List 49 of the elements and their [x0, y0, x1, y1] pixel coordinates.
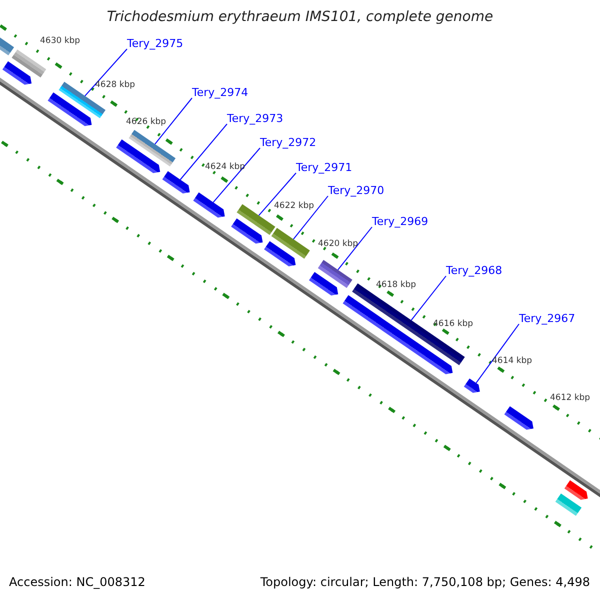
gene-label: Tery_2968 [446, 264, 502, 277]
gene-feature [162, 171, 190, 194]
gene-feature [116, 139, 160, 174]
scale-label: 4618 kbp [376, 280, 416, 290]
leader-line [476, 324, 520, 384]
scale-label: 4614 kbp [492, 356, 532, 366]
gene-feature [555, 493, 582, 516]
leader-line [154, 98, 192, 145]
gene-feature [564, 480, 588, 500]
gene-label: Tery_2973 [227, 112, 284, 125]
gene-feature [318, 260, 352, 288]
leader-line [84, 48, 128, 96]
leader-line [410, 276, 446, 321]
scale-label: 4630 kbp [40, 36, 80, 46]
leader-line [180, 124, 228, 180]
gene-label: Tery_2967 [519, 312, 576, 325]
gene-feature [464, 378, 480, 393]
leader-line [337, 226, 372, 270]
gene-label: Tery_2970 [328, 184, 384, 197]
scale-label: 4622 kbp [274, 201, 314, 211]
gene-feature [236, 204, 276, 235]
gene-feature [48, 92, 92, 126]
leader-line [292, 196, 328, 240]
gene-label: Tery_2972 [260, 136, 316, 149]
scale-label: 4626 kbp [126, 117, 166, 127]
gene-feature [2, 61, 32, 85]
gene-feature [342, 295, 453, 374]
leader-line [258, 172, 296, 216]
gene-feature [308, 272, 338, 296]
gene-feature [231, 218, 263, 244]
gene-feature [12, 49, 46, 78]
leader-line [212, 148, 260, 203]
gene-feature [504, 406, 534, 430]
genome-summary-text: Topology: circular; Length: 7,750,108 bp; Genes: 4,498 [260, 575, 590, 589]
gene-label: Tery_2971 [296, 161, 352, 174]
scale-label: 4612 kbp [550, 393, 590, 403]
gene-feature [128, 130, 176, 166]
scale-label: 4620 kbp [318, 239, 358, 249]
gene-feature [264, 241, 296, 266]
scale-label: 4624 kbp [205, 162, 246, 172]
scale-label: 4628 kbp [95, 80, 136, 90]
gene-label: Tery_2975 [127, 37, 184, 50]
gene-label: Tery_2974 [192, 86, 248, 99]
gene-label: Tery_2969 [372, 215, 428, 228]
gene-feature [193, 192, 225, 218]
title: Trichodesmium erythraeum IMS101, complete genome [106, 9, 494, 25]
accession-text: Accession: NC_008312 [9, 575, 146, 589]
scale-label: 4616 kbp [433, 319, 474, 329]
gene-feature [271, 228, 310, 259]
